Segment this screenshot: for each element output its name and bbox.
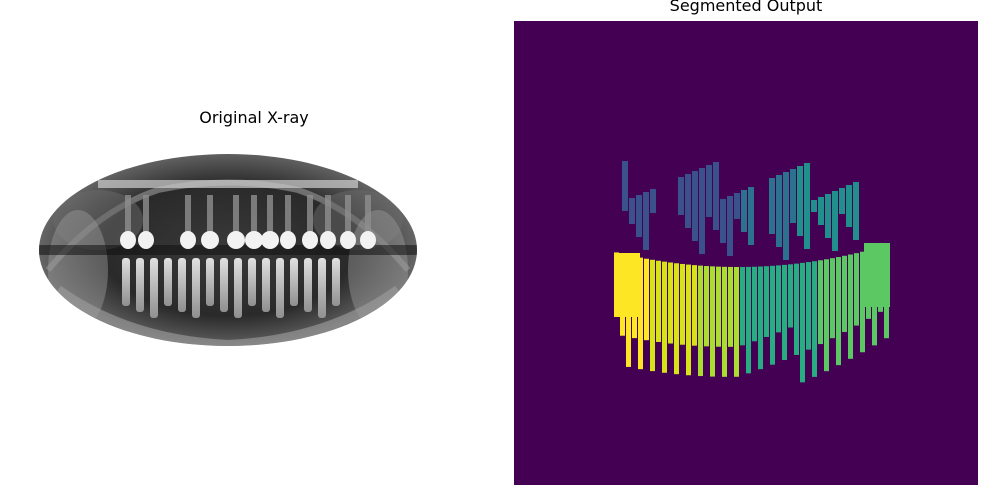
segmentation-mask-image [514, 21, 978, 485]
segmentation-panel-title: Segmented Output [669, 0, 823, 15]
xray-panel-title: Original X-ray [199, 108, 309, 127]
xray-image-panel [38, 150, 418, 350]
segmented-output-panel [514, 21, 978, 485]
panoramic-xray-image [39, 154, 417, 346]
